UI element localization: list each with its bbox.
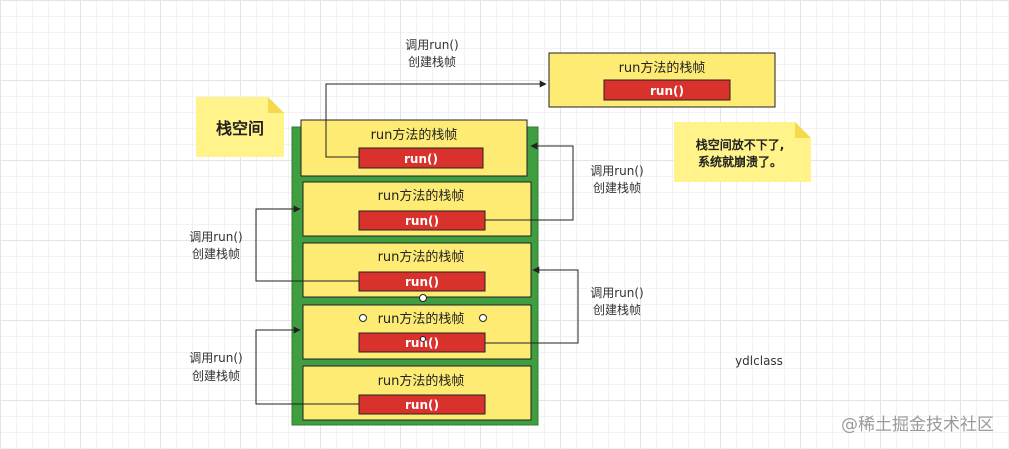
run-label: run()	[405, 398, 439, 412]
stack-frame: run方法的栈帧 run()	[302, 304, 532, 360]
svg-text:创建栈帧: 创建栈帧	[593, 180, 641, 195]
call-label: 调用run() 创建栈帧	[189, 351, 243, 383]
stack-frame: run方法的栈帧 run()	[302, 365, 532, 421]
overflow-note-line2: 系统就崩溃了。	[698, 154, 782, 169]
run-label: run()	[404, 152, 438, 166]
watermark: @稀土掘金技术社区	[841, 415, 994, 435]
call-arrows	[255, 80, 579, 405]
frame-title: run方法的栈帧	[378, 249, 465, 265]
frame-title: run方法的栈帧	[619, 60, 706, 76]
stack-frame: run方法的栈帧 run()	[302, 181, 532, 237]
stack-frame: run方法的栈帧 run()	[302, 242, 532, 298]
run-label: run()	[405, 275, 439, 289]
svg-text:创建栈帧: 创建栈帧	[192, 246, 240, 261]
svg-text:创建栈帧: 创建栈帧	[192, 368, 240, 383]
stack-frame: run方法的栈帧 run()	[300, 119, 528, 177]
overflow-note: 栈空间放不下了, 系统就崩溃了。	[674, 122, 811, 182]
call-label: 调用run() 创建栈帧	[590, 164, 644, 195]
call-label: 调用run() 创建栈帧	[405, 38, 459, 69]
stack-space-label: 栈空间	[216, 119, 264, 138]
overflow-frame: run方法的栈帧 run()	[548, 52, 776, 108]
frame-title: run方法的栈帧	[371, 127, 458, 143]
call-arrow	[255, 326, 359, 405]
selection-handles[interactable]	[359, 294, 487, 342]
svg-text:创建栈帧: 创建栈帧	[408, 54, 456, 69]
call-arrow	[325, 80, 547, 158]
svg-text:调用run(): 调用run()	[590, 164, 644, 178]
call-label: 调用run() 创建栈帧	[590, 286, 644, 317]
call-arrow	[485, 266, 579, 344]
call-label: 调用run() 创建栈帧	[189, 230, 243, 261]
svg-text:创建栈帧: 创建栈帧	[593, 302, 641, 317]
frame-title: run方法的栈帧	[378, 311, 465, 327]
svg-text:调用run(): 调用run()	[189, 351, 243, 365]
stack-space-note: 栈空间	[196, 97, 284, 157]
frame-title: run方法的栈帧	[378, 373, 465, 389]
svg-text:调用run(): 调用run()	[590, 286, 644, 300]
run-label: run()	[405, 336, 439, 350]
svg-text:调用run(): 调用run()	[405, 38, 459, 52]
overflow-note-line1: 栈空间放不下了,	[696, 137, 785, 152]
call-arrow	[255, 205, 359, 282]
run-label: run()	[405, 214, 439, 228]
run-label: run()	[650, 84, 684, 98]
svg-text:调用run(): 调用run()	[189, 230, 243, 244]
frame-title: run方法的栈帧	[378, 188, 465, 204]
author-label: ydlclass	[735, 354, 783, 368]
call-arrow	[485, 142, 574, 221]
